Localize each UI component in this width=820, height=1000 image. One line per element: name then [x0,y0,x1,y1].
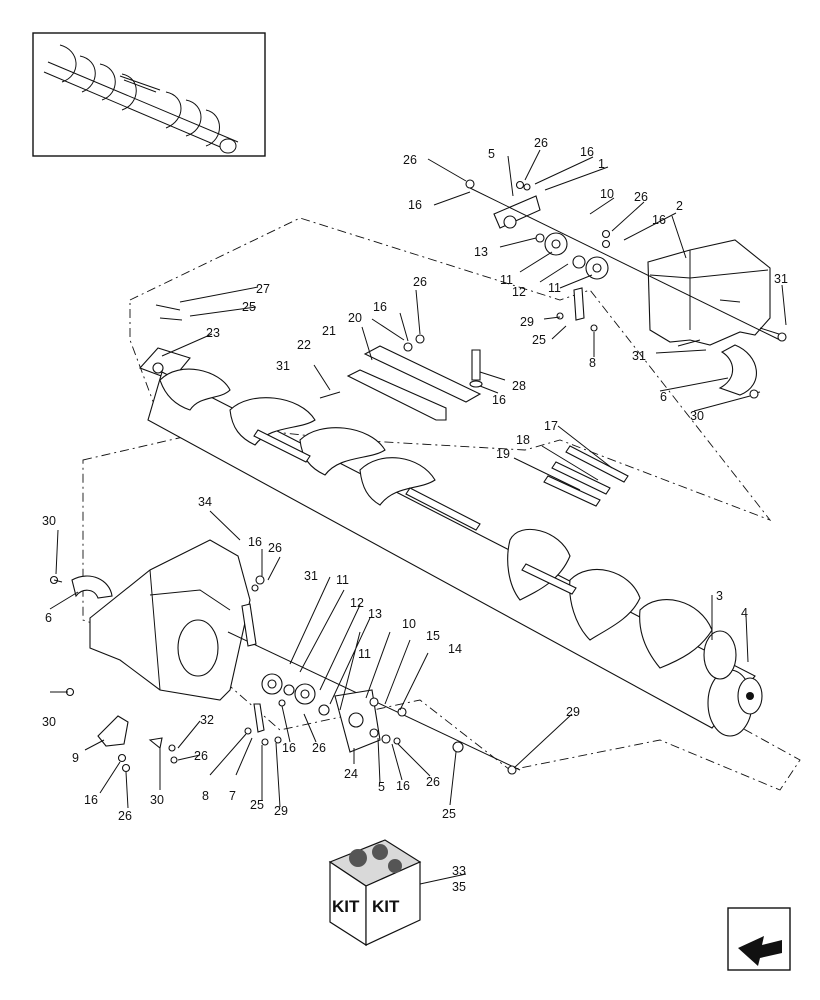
callout-31b: 31 [276,359,290,373]
callout-1: 1 [598,157,605,171]
callout-32: 32 [200,713,214,727]
auger-flights [159,368,737,680]
callout-26a: 26 [534,136,548,150]
callout-30a: 30 [690,409,704,423]
callout-14: 14 [448,642,462,656]
callout-24: 24 [344,767,358,781]
right-end-housing [647,239,771,396]
callout-11a: 11 [500,273,513,287]
strips-right [543,445,629,507]
callout-10: 10 [600,187,614,201]
kit-label-right: KIT [372,897,400,916]
callout-29b: 29 [274,804,288,818]
lower-left-hardware [49,575,265,773]
callout-15: 15 [426,629,440,643]
callout-9: 9 [72,751,79,765]
callout-16h: 16 [396,779,410,793]
callout-11d: 11 [358,647,371,661]
callout-19: 19 [496,447,510,461]
thumbnail-auger [43,44,239,154]
callout-35: 35 [452,880,466,894]
leader-lines [49,149,787,885]
callout-16e: 16 [492,393,506,407]
callout-26h: 26 [426,775,440,789]
callout-25c: 25 [250,798,264,812]
callout-25a: 25 [242,300,256,314]
callout-5b: 5 [378,780,385,794]
tube-slots [253,429,577,595]
callout-16g: 16 [282,741,296,755]
callout-16a: 16 [580,145,594,159]
upper-bearing-stack [469,187,781,341]
callout-29c: 29 [566,705,580,719]
callout-11b: 11 [548,281,561,295]
callout-12: 12 [512,285,526,299]
callout-17: 17 [544,419,558,433]
callout-22: 22 [297,338,311,352]
callout-16b: 16 [408,198,422,212]
callout-16i: 16 [84,793,98,807]
callout-25b: 25 [532,333,546,347]
callout-16d: 16 [373,300,387,314]
callout-16f: 16 [248,535,262,549]
callout-8: 8 [589,356,596,370]
callout-labels: 1 2 3 4 5 5 6 6 7 8 8 9 10 10 11 11 11 1… [42,136,788,894]
assembly-outline-upper [129,217,772,521]
callout-26e: 26 [268,541,282,555]
callout-29a: 29 [520,315,534,329]
lower-bearing-stack [227,603,521,775]
callout-26i: 26 [118,809,132,823]
callout-6: 6 [660,390,667,404]
callout-23: 23 [206,326,220,340]
callout-16c: 16 [652,213,666,227]
callout-31a: 31 [774,272,788,286]
callout-26b: 26 [403,153,417,167]
callout-7: 7 [229,789,236,803]
callout-12b: 12 [350,596,364,610]
callout-30c: 30 [42,715,56,729]
kit-label-left: KIT [332,897,360,916]
callout-8b: 8 [202,789,209,803]
callout-10b: 10 [402,617,416,631]
callout-28: 28 [512,379,526,393]
callout-33: 33 [452,864,466,878]
callout-26g: 26 [312,741,326,755]
callout-25d: 25 [442,807,456,821]
callout-30d: 30 [150,793,164,807]
callout-26c: 26 [634,190,648,204]
callout-3: 3 [716,589,723,603]
callout-4: 4 [741,606,748,620]
bolts [155,179,787,399]
callout-6b: 6 [45,611,52,625]
callout-2: 2 [676,199,683,213]
callout-31c: 31 [632,349,646,363]
callout-26f: 26 [194,749,208,763]
auger-tube [147,371,763,737]
callout-11c: 11 [336,573,349,587]
left-end-housing [71,539,251,701]
callout-20: 20 [348,311,362,325]
back-arrow-icon[interactable] [727,907,791,971]
thumbnail-inset [32,32,266,157]
callout-5: 5 [488,147,495,161]
kit-box-icon: KIT KIT [328,839,422,947]
callout-30b: 30 [42,514,56,528]
callout-13: 13 [474,245,488,259]
callout-18: 18 [516,433,530,447]
callout-34: 34 [198,495,212,509]
callout-27: 27 [256,282,270,296]
callout-13b: 13 [368,607,382,621]
callout-31d: 31 [304,569,318,583]
callout-21: 21 [322,324,336,338]
callout-26d: 26 [413,275,427,289]
